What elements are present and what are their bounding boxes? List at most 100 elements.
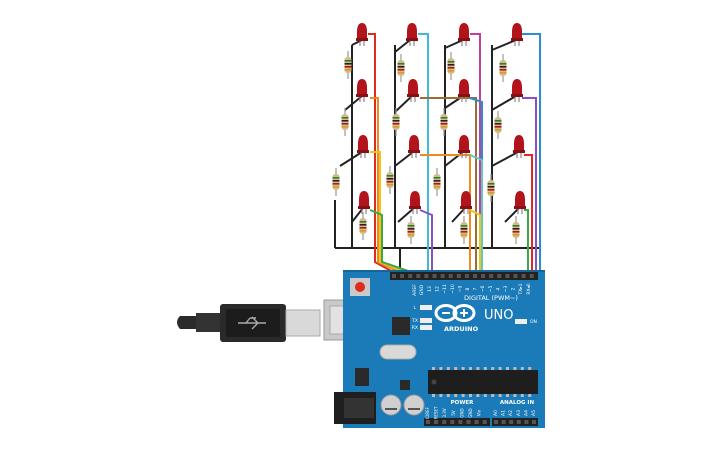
signal-wire-red-2[interactable]	[524, 154, 533, 272]
header-pin[interactable]	[497, 274, 502, 278]
resistor[interactable]	[460, 216, 468, 244]
led[interactable]	[356, 23, 368, 46]
usb-cable[interactable]	[177, 299, 373, 342]
led[interactable]	[514, 191, 526, 214]
resistor[interactable]	[344, 51, 352, 79]
led[interactable]	[513, 135, 525, 158]
signal-wire-green[interactable]	[369, 209, 412, 273]
arduino-uno-board[interactable]	[334, 270, 545, 428]
ground-wire[interactable]	[397, 207, 415, 223]
signal-wire-magenta[interactable]	[470, 33, 481, 272]
resistor[interactable]	[512, 216, 520, 244]
resistor[interactable]	[447, 52, 455, 80]
resistor[interactable]	[407, 216, 415, 244]
reset-button-cap[interactable]	[355, 282, 365, 292]
led[interactable]	[409, 191, 421, 214]
header-pin[interactable]	[424, 274, 429, 278]
digital-header[interactable]	[390, 272, 538, 280]
led[interactable]	[460, 191, 472, 214]
resistor[interactable]	[341, 108, 349, 136]
header-pin[interactable]	[473, 274, 477, 278]
header-pin[interactable]	[521, 274, 526, 278]
header-pin[interactable]	[474, 420, 479, 424]
ground-wire[interactable]	[444, 39, 464, 49]
led-l	[420, 305, 432, 310]
resistor[interactable]	[359, 212, 367, 240]
signal-wire-red[interactable]	[368, 33, 394, 273]
resistor[interactable]	[433, 168, 441, 196]
ground-wire[interactable]	[394, 95, 413, 113]
resistor[interactable]	[392, 108, 400, 136]
led[interactable]	[458, 135, 470, 158]
led[interactable]	[408, 135, 420, 158]
header-pin[interactable]	[450, 420, 455, 424]
header-pin[interactable]	[440, 274, 445, 278]
header-pin[interactable]	[426, 420, 430, 424]
header-pin[interactable]	[505, 274, 510, 278]
header-pin[interactable]	[458, 420, 463, 424]
ground-wire[interactable]	[344, 95, 363, 111]
led[interactable]	[511, 23, 523, 46]
ground-wire[interactable]	[504, 207, 520, 223]
header-pin[interactable]	[516, 420, 521, 424]
header-pin[interactable]	[494, 420, 498, 424]
header-pin[interactable]	[509, 420, 514, 424]
ground-wire[interactable]	[339, 151, 363, 167]
ground-wire[interactable]	[491, 95, 517, 111]
signal-wire-blue-2[interactable]	[522, 33, 541, 272]
cable-end[interactable]	[177, 316, 196, 329]
led[interactable]	[358, 191, 370, 214]
header-pin[interactable]	[400, 274, 405, 278]
signal-wire-purple-2[interactable]	[522, 97, 537, 272]
signal-wire-cyan[interactable]	[418, 33, 429, 272]
header-pin[interactable]	[532, 420, 536, 424]
ground-wire[interactable]	[491, 39, 517, 51]
header-pin[interactable]	[481, 274, 486, 278]
resistor[interactable]	[499, 54, 507, 82]
power-header[interactable]	[424, 418, 490, 426]
led[interactable]	[511, 79, 523, 102]
led[interactable]	[407, 79, 419, 102]
signal-wire-yellow[interactable]	[370, 151, 406, 273]
header-pin[interactable]	[513, 274, 518, 278]
resistor[interactable]	[487, 174, 495, 202]
resistor[interactable]	[397, 54, 405, 82]
header-pin[interactable]	[482, 420, 487, 424]
resistor[interactable]	[440, 108, 448, 136]
signal-wire-orange[interactable]	[370, 97, 400, 273]
header-pin[interactable]	[529, 274, 534, 278]
led[interactable]	[406, 23, 418, 46]
header-pin[interactable]	[448, 274, 453, 278]
ground-wire[interactable]	[394, 39, 411, 53]
signal-wire-teal[interactable]	[469, 154, 483, 272]
resistor[interactable]	[494, 111, 502, 139]
led[interactable]	[356, 79, 368, 102]
led[interactable]	[357, 135, 369, 158]
ground-wire[interactable]	[451, 207, 466, 223]
header-pin[interactable]	[524, 420, 529, 424]
cable-strain-relief[interactable]	[196, 313, 220, 332]
analog-header[interactable]	[492, 418, 538, 426]
header-pin[interactable]	[434, 420, 439, 424]
ground-wire[interactable]	[491, 151, 519, 167]
header-pin[interactable]	[416, 274, 421, 278]
header-pin[interactable]	[456, 274, 461, 278]
ground-wire[interactable]	[351, 207, 364, 223]
resistor[interactable]	[386, 166, 394, 194]
header-pin[interactable]	[466, 420, 471, 424]
header-pin[interactable]	[464, 274, 469, 278]
header-pin[interactable]	[489, 274, 494, 278]
ground-wire[interactable]	[394, 151, 414, 167]
header-pin[interactable]	[392, 274, 396, 278]
signal-wires[interactable]	[368, 33, 541, 273]
header-pin[interactable]	[442, 420, 447, 424]
led[interactable]	[458, 23, 470, 46]
signal-wire-green-2[interactable]	[524, 209, 529, 272]
signal-wire-yellow-2[interactable]	[469, 209, 481, 272]
header-pin[interactable]	[501, 420, 506, 424]
header-pin[interactable]	[432, 274, 437, 278]
resistor[interactable]	[332, 168, 340, 196]
signal-wire-purple[interactable]	[419, 209, 433, 272]
header-pin[interactable]	[408, 274, 413, 278]
led[interactable]	[458, 79, 470, 102]
